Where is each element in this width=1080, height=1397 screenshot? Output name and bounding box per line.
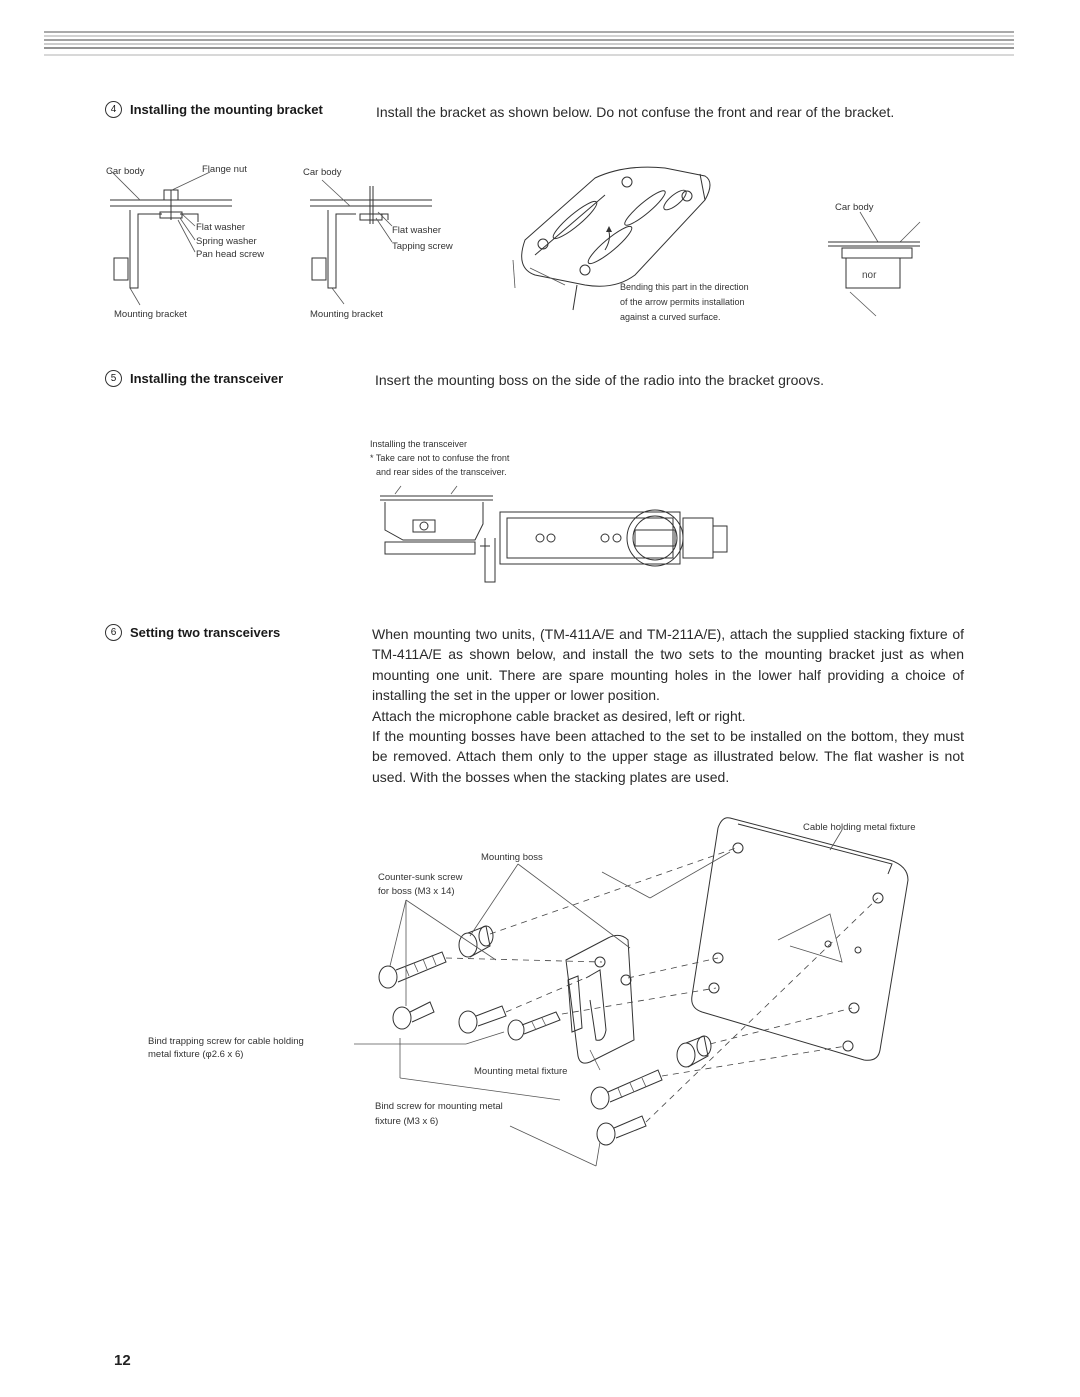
section-5-heading: 5 Installing the transceiver [105, 370, 283, 387]
screw-2 [392, 1001, 435, 1030]
screw-5 [590, 1069, 663, 1110]
label-mounting-bracket-b: Mounting bracket [310, 309, 383, 320]
label-bind-screw-1: Bind screw for mounting metal [375, 1101, 503, 1112]
label-bind-trapping-2: metal fixture (φ2.6 x 6) [148, 1049, 244, 1060]
boss-1 [458, 925, 494, 958]
note-line-1: Bending this part in the direction [620, 282, 749, 292]
section-6-para-2: Attach the microphone cable bracket as d… [372, 708, 746, 724]
figure-bracket-screw [310, 179, 432, 305]
section-6-heading: 6 Setting two transceivers [105, 624, 280, 641]
section-number: 6 [105, 624, 122, 641]
figure-side-mount: nor [828, 211, 921, 317]
screw-3 [458, 1005, 507, 1034]
section-title: Installing the transceiver [130, 371, 284, 386]
screw-1 [378, 951, 447, 989]
label-tapping-screw: Tapping screw [392, 241, 453, 252]
label-mounting-metal-fixture: Mounting metal fixture [474, 1066, 568, 1077]
label-flange-nut: Flange nut [202, 164, 247, 175]
header-rule [44, 31, 1014, 56]
figure-bracket-plate [512, 166, 711, 311]
section-title: Installing the mounting bracket [130, 102, 323, 117]
section-5-text: Insert the mounting boss on the side of … [375, 372, 825, 388]
label-car-body-b: Car body [303, 167, 342, 178]
caption-line-2: * Take care not to confuse the front [370, 453, 510, 463]
label-car-body: Car body [106, 166, 145, 177]
label-car-body-d: Car body [835, 202, 874, 213]
section-6-para-1: When mounting two units, (TM-411A/E and … [372, 626, 964, 704]
section-number: 5 [105, 370, 122, 387]
screw-4 [507, 1011, 561, 1041]
label-mounting-bracket: Mounting bracket [114, 309, 187, 320]
note-line-3: against a curved surface. [620, 312, 721, 322]
label-bind-screw-2: fixture (M3 x 6) [375, 1116, 439, 1127]
label-spring-washer: Spring washer [196, 236, 257, 247]
boss-2 [676, 1035, 712, 1068]
label-cable-holding: Cable holding metal fixture [803, 822, 916, 833]
label-countersunk-2: for boss (M3 x 14) [378, 886, 455, 897]
label-flat-washer: Flat washer [196, 222, 246, 233]
figure-stacking-exploded [354, 817, 909, 1167]
note-line-2: of the arrow permits installation [620, 297, 745, 307]
screw-6 [596, 1115, 647, 1146]
section-6-para-3: If the mounting bosses have been attache… [372, 728, 964, 785]
section-4-text: Install the bracket as shown below. Do n… [376, 104, 895, 120]
label-mounting-boss: Mounting boss [481, 852, 543, 863]
label-pan-head-screw: Pan head screw [196, 249, 265, 260]
section-title: Setting two transceivers [130, 625, 281, 640]
caption-line-1: Installing the transceiver [370, 439, 468, 449]
page-number: 12 [114, 1352, 131, 1369]
section-number: 4 [105, 101, 122, 118]
caption-line-3: and rear sides of the transceiver. [376, 467, 507, 477]
figure-bracket-bolt [109, 169, 232, 306]
label-countersunk-1: Counter-sunk screw [378, 872, 463, 883]
svg-text:nor: nor [862, 270, 877, 281]
section-4-heading: 4 Installing the mounting bracket [105, 101, 323, 118]
figure-transceiver [380, 485, 728, 583]
label-bind-trapping-1: Bind trapping screw for cable holding [148, 1036, 304, 1047]
label-flat-washer-b: Flat washer [392, 225, 442, 236]
